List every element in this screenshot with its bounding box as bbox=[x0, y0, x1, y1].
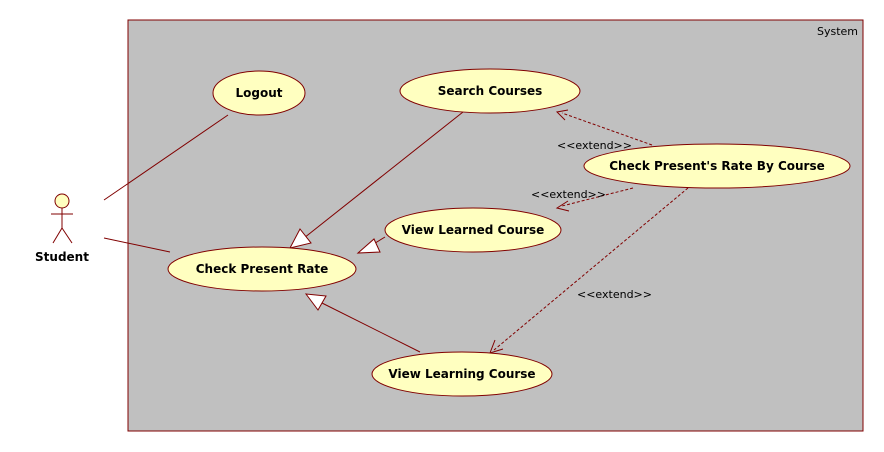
actor-label: Student bbox=[35, 250, 89, 264]
extend-label-search-courses: <<extend>> bbox=[557, 139, 632, 152]
generalization-search-courses-arrowhead bbox=[289, 228, 312, 249]
use-case-search-courses-label: Search Courses bbox=[438, 84, 543, 98]
extend-label-view-learning: <<extend>> bbox=[577, 288, 652, 301]
association-check-present-rate bbox=[103, 237, 171, 253]
system-label: System bbox=[817, 25, 858, 38]
extend-view-learning-line bbox=[493, 187, 689, 351]
extend-label-view-learned: <<extend>> bbox=[531, 188, 606, 201]
generalization-view-learned-arrowhead bbox=[356, 238, 381, 254]
generalization-search-courses-line bbox=[303, 111, 464, 239]
extend-search-courses-line bbox=[561, 112, 653, 146]
use-case-check-present-rate-label: Check Present Rate bbox=[196, 262, 329, 276]
extend-view-learned-arrowhead bbox=[555, 200, 570, 212]
generalization-view-learning-arrowhead bbox=[304, 293, 327, 311]
use-case-view-learning-course-label: View Learning Course bbox=[388, 367, 535, 381]
use-case-view-learned-course[interactable]: View Learned Course bbox=[384, 207, 562, 253]
use-case-logout[interactable]: Logout bbox=[212, 70, 306, 116]
use-case-view-learning-course[interactable]: View Learning Course bbox=[371, 351, 553, 397]
use-case-view-learned-course-label: View Learned Course bbox=[402, 223, 545, 237]
use-case-search-courses[interactable]: Search Courses bbox=[399, 68, 581, 114]
use-case-check-rate-by-course-label: Check Present's Rate By Course bbox=[609, 159, 825, 173]
extend-search-courses-arrowhead bbox=[555, 109, 569, 121]
actor-head bbox=[54, 193, 70, 209]
extend-view-learned-line bbox=[561, 187, 634, 207]
actor-left-leg bbox=[52, 227, 63, 244]
association-logout bbox=[103, 114, 229, 201]
actor-right-leg bbox=[61, 227, 73, 244]
use-case-logout-label: Logout bbox=[235, 86, 282, 100]
use-case-check-rate-by-course[interactable]: Check Present's Rate By Course bbox=[583, 143, 851, 189]
use-case-check-present-rate[interactable]: Check Present Rate bbox=[167, 246, 357, 292]
generalization-view-learning-line bbox=[319, 301, 421, 353]
actor-student[interactable]: Student bbox=[35, 193, 89, 264]
